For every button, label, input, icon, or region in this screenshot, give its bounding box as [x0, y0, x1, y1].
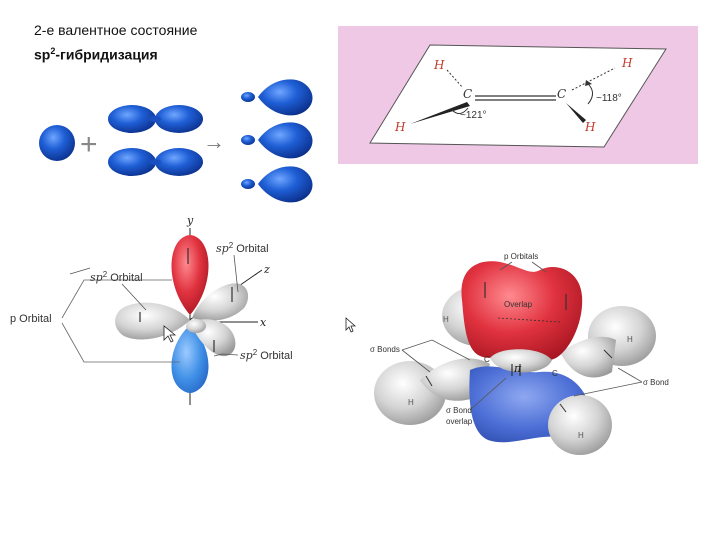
title-line-1: 2-е валентное состояние [34, 22, 198, 38]
p-orbital-lower-lobe [171, 325, 209, 393]
overlap-label: Overlap [504, 300, 533, 309]
atom-h-3d-2: H [627, 335, 633, 344]
arrow: → [203, 129, 225, 154]
sp2-orbital-2 [241, 122, 313, 159]
ethylene-plane-panel: H H C C H H ~121° ~118° [338, 26, 698, 164]
atom-c-3d-2: C [552, 369, 558, 378]
sp2-orbital-label-bottom: sp2 Orbital [240, 348, 293, 362]
p-orbital-upper-lobe [171, 235, 209, 315]
sp2-orbital-label-left: sp2 Orbital [90, 270, 143, 284]
axis-x-label: x [260, 316, 267, 329]
atom-c-right: C [557, 87, 566, 101]
atom-h-3d-4: H [578, 431, 584, 440]
angle-right-label: ~118° [596, 93, 622, 104]
axis-y-label: y [186, 214, 194, 227]
pi-symbol: π [513, 362, 522, 375]
ethylene-3d-model: p Orbitals Overlap σ Bonds σ Bond σ Bond… [370, 252, 669, 455]
slide-title: 2-е валентное состояние sp2-гибридизация [34, 20, 197, 66]
pi-orbital-upper-lobe [461, 261, 583, 361]
s-orbital [39, 125, 75, 161]
axis-z-label: z [263, 263, 270, 276]
plus-sign: + [80, 128, 98, 161]
h-lobe-right-bottom [548, 395, 612, 455]
hybridization-scheme: + → [39, 79, 313, 203]
atom-h-3d-3: H [408, 398, 414, 407]
p-orbital-label: p Orbital [10, 313, 52, 325]
sp2-lobe-right-up [192, 283, 249, 321]
atom-c-3d-1: C [484, 355, 490, 364]
sigma-bond-label-right: σ Bond [643, 378, 669, 387]
atom-c-left: C [463, 87, 472, 101]
atom-h-top-right: H [621, 56, 633, 70]
p-orbital-1 [108, 105, 203, 133]
atom-h-bottom-left: H [394, 120, 406, 134]
sp2-lobe-left [115, 302, 190, 340]
p-orbitals-label: p Orbitals [504, 252, 538, 261]
sp2-orbital-3 [241, 166, 313, 203]
cursor-icon-2 [345, 317, 357, 333]
angle-left-label: ~121° [460, 110, 487, 121]
p-orbital-2 [108, 148, 203, 176]
atom-h-bottom-right: H [584, 120, 596, 134]
sigma-bond-overlap-label-1: σ Bond [446, 406, 472, 415]
atom-h-top-left: H [433, 58, 445, 72]
sp2-orbital-1 [241, 79, 313, 116]
cursor-icon [163, 325, 177, 343]
sp2-orbital-label-top: sp2 Orbital [216, 241, 269, 255]
orbital-axes-diagram: y z x sp2 Orbital sp2 Orbital p Orbital … [10, 214, 293, 405]
sigma-bond-overlap-label-2: overlap [446, 417, 473, 426]
sigma-bonds-label: σ Bonds [370, 345, 400, 354]
title-line-2: sp2-гибридизация [34, 46, 158, 63]
atom-h-3d-1: H [443, 315, 449, 324]
